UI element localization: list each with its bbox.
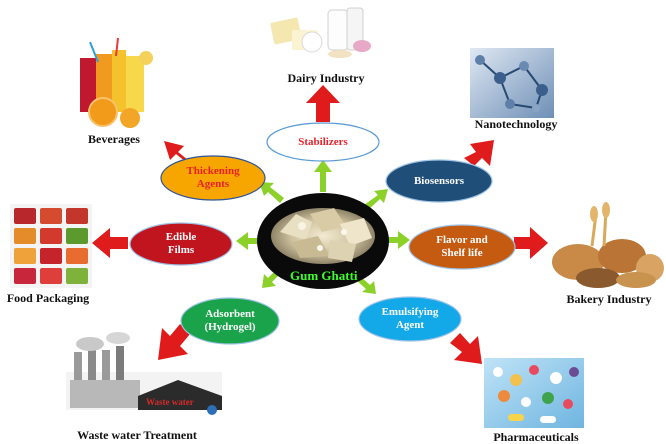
pharmaceuticals-image [484,358,584,428]
red-arrows [92,85,548,364]
beverages-label: Beverages [88,132,140,146]
food-packaging-label: Food Packaging [6,291,90,305]
waste-water-treatment-label: Waste water Treatment [77,428,197,442]
green-arrow-stabilizers [314,160,332,192]
edible-label-line1: Edible [165,231,197,243]
node-biosensors [385,159,493,203]
waste-water-sign-label: Waste water [146,397,194,407]
center-node [257,193,389,289]
node-stabilizers [266,122,380,162]
thickening-label-line2: Agents [196,178,230,190]
red-arrow-pharma [450,333,482,364]
beverages-image [80,37,153,128]
nanotechnology-label: Nanotechnology [474,117,558,131]
center-label: Gum Ghatti [290,268,358,283]
dairy-industry-label: Dairy Industry [287,71,365,85]
red-arrow-bakery [514,227,548,259]
emulsifying-label: Emulsifying Agent [360,306,460,332]
node-edible [129,222,233,266]
flavor-label-line1: Flavor and [436,234,488,246]
flavor-shelf-life-label: Flavor and Shelf life [412,234,512,260]
green-arrow-edible [236,232,262,250]
red-arrow-nanotech [464,140,494,166]
adsorbent-label-line2: (Hydrogel) [204,321,256,333]
green-arrow-thickening [259,182,284,203]
bakery-image [552,202,664,288]
red-arrow-beverages [164,141,188,162]
node-emulsifying [358,296,462,342]
flavor-label-line2: Shelf life [441,247,483,259]
green-arrow-biosensors [364,189,388,210]
gum-pieces-image [271,208,375,264]
node-adsorbent [180,297,280,345]
adsorbent-label-line1: Adsorbent [205,308,255,320]
stabilizers-label: Stabilizers [298,136,348,148]
red-arrow-dairy [306,85,340,122]
emulsifying-label-line1: Emulsifying [381,306,439,318]
thickening-label: Thickening Agents [163,165,263,191]
edible-films-label: Edible Films [131,231,231,257]
dairy-products-image [270,7,371,58]
green-arrow-flavor [384,231,410,249]
waste-water-image [66,332,222,415]
adsorbent-label: Adsorbent (Hydrogel) [180,308,280,334]
nanotechnology-image [470,48,554,118]
food-packaging-image [10,204,92,288]
biosensors-label: Biosensors [413,175,465,187]
edible-label-line2: Films [167,244,195,256]
thickening-label-line1: Thickening [186,165,240,177]
emulsifying-label-line2: Agent [395,319,425,331]
pharmaceuticals-label: Pharmaceuticals [493,430,579,444]
green-arrow-emulsifying [356,276,376,294]
node-thickening [160,155,266,201]
red-arrow-waste [158,324,190,360]
bakery-industry-label: Bakery Industry [566,292,652,306]
node-flavor [408,224,516,270]
red-arrow-food-packaging [92,228,128,258]
